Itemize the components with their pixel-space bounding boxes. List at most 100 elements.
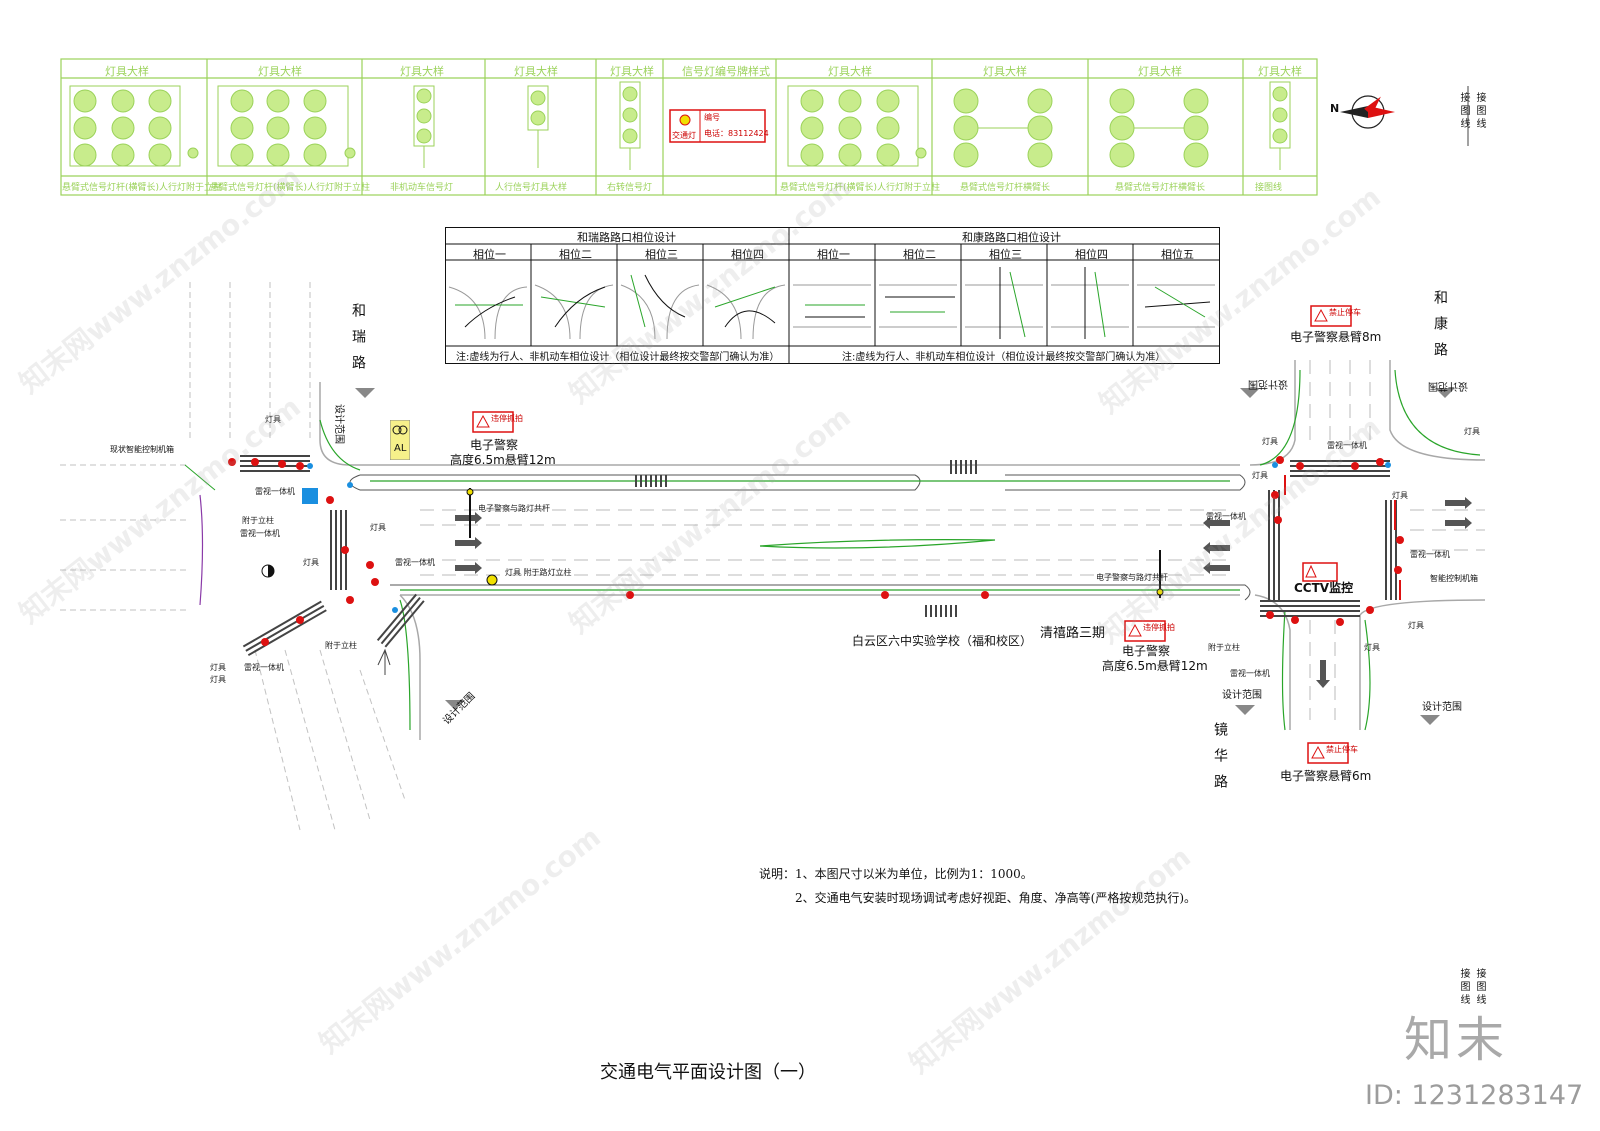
radar-label-5: 雷视一体机: [1206, 512, 1246, 521]
radar-label-7: 雷视一体机: [1230, 669, 1270, 678]
control-box-left: 现状智能控制机箱: [110, 445, 174, 454]
radar-label-1: 雷视一体机: [255, 487, 295, 496]
phase-left-title: 和瑞路路口相位设计: [577, 231, 676, 244]
lamp-label-1: 灯具: [265, 415, 281, 424]
phase-left-4: 相位四: [731, 248, 764, 261]
legend-footer-8: 悬臂式信号灯杆横臂长: [960, 183, 1051, 193]
road-hekang: 和康路: [1432, 290, 1448, 368]
phase-left-note: 注:虚线为行人、非机动车相位设计（相位设计最终按交警部门确认为准）: [456, 352, 780, 363]
road-plan: [60, 282, 1486, 831]
road-qingxi: 清禧路三期: [1040, 626, 1106, 641]
legend-header-5: 灯具大样: [610, 65, 654, 78]
legend-header-2: 灯具大样: [258, 65, 302, 78]
placard-phone: 电话：83112424: [704, 129, 769, 138]
epolice-sign-icon: [1310, 305, 1352, 327]
lamp-label-6: 灯具: [1252, 471, 1268, 480]
lamp-label-10: 灯具: [1392, 491, 1408, 500]
control-box-right: 智能控制机箱: [1430, 574, 1478, 583]
lamp-label-5: 灯具: [370, 523, 386, 532]
legend-header-6: 信号灯编号牌样式: [682, 65, 770, 78]
phase-right-note: 注:虚线为行人、非机动车相位设计（相位设计最终按交警部门确认为准）: [842, 352, 1166, 363]
lamp-label-7: 灯具: [1262, 437, 1278, 446]
legend-footer-9: 悬臂式信号灯杆横臂长: [1115, 183, 1206, 193]
phase-right-4: 相位四: [1075, 248, 1108, 261]
phase-left-1: 相位一: [473, 248, 506, 261]
legend-footer-7: 悬臂式信号灯杆(横臂长)人行灯附于立柱: [780, 183, 941, 193]
notes: 说明：1、本图尺寸以米为单位，比例为1：1000。 2、交通电气安装时现场调试考…: [759, 862, 1197, 910]
legend-footer-10: 接图线: [1255, 183, 1283, 193]
lamp-label-11: 灯具: [1364, 643, 1380, 652]
note-line-1: 说明：1、本图尺寸以米为单位，比例为1：1000。: [759, 867, 1033, 881]
legend-footer-5: 右转信号灯: [607, 183, 653, 193]
legend-footer-2: 悬臂式信号灯杆(横臂长)人行灯附于立柱: [210, 183, 371, 193]
epolice-lamp-label-1: 电子警察与路灯共杆: [478, 504, 550, 513]
sign-text-4: 禁止停车: [1326, 745, 1358, 754]
radar-label-2: 雷视一体机: [240, 529, 280, 538]
phase-right-5: 相位五: [1161, 248, 1194, 261]
legend-header-1: 灯具大样: [105, 65, 149, 78]
design-range-3: 设计范围: [1428, 380, 1468, 391]
design-range-4: 设计范围: [1222, 690, 1262, 701]
legend-header-8: 灯具大样: [983, 65, 1027, 78]
connector-label-top-1: 接图线: [1458, 92, 1469, 131]
road-jinghua: 镜华路: [1212, 722, 1228, 800]
lamp-pole-label: 灯具 附于路灯立柱: [505, 568, 572, 577]
phase-right-title: 和康路路口相位设计: [962, 231, 1061, 244]
doc-id: ID: 1231283147: [1365, 1080, 1584, 1111]
compass-label: N: [1330, 102, 1340, 115]
legend-header-9: 灯具大样: [1138, 65, 1182, 78]
connector-line-top: [1467, 86, 1469, 146]
lamp-stand-label-2: 附于立柱: [325, 641, 357, 650]
connector-label-top-2: 接图线: [1474, 92, 1485, 131]
lamp-label-9: 灯具: [1408, 621, 1424, 630]
phase-left-3: 相位三: [645, 248, 678, 261]
cctv-label: CCTV监控: [1294, 581, 1354, 595]
brand-logo: 知末: [1404, 1012, 1509, 1068]
epolice-sign-icon: [1124, 620, 1166, 642]
placard-label: 交通灯: [672, 131, 696, 140]
epolice-sign-icon: [1307, 742, 1349, 764]
lamp-stand-label-1: 附于立柱: [242, 516, 274, 525]
lamp-label-8: 灯具: [1464, 427, 1480, 436]
radar-label-6: 雷视一体机: [1410, 550, 1450, 559]
radar-label-3: 雷视一体机: [395, 558, 435, 567]
note-line-2: 2、交通电气安装时现场调试考虑好视距、角度、净高等(严格按规范执行)。: [795, 891, 1197, 905]
cctv-sign-icon: [1302, 562, 1338, 582]
legend-strip: [60, 58, 1318, 196]
legend-header-3: 灯具大样: [400, 65, 444, 78]
phase-left-2: 相位二: [559, 248, 592, 261]
legend-header-10: 灯具大样: [1258, 65, 1302, 78]
epolice-sign-icon: [472, 411, 514, 433]
legend-footer-3: 非机动车信号灯: [390, 183, 454, 193]
epolice-s: 电子警察悬臂6m: [1280, 769, 1372, 783]
epolice-lamp-label-2: 电子警察与路灯共杆: [1096, 573, 1168, 582]
design-range-5: 设计范围: [1422, 702, 1462, 713]
design-range-2: 设计范围: [1248, 378, 1288, 389]
legend-footer-1: 悬臂式信号灯杆(横臂长)人行灯附于立柱: [62, 183, 223, 193]
road-herui: 和瑞路: [350, 303, 366, 381]
sheet-title: 交通电气平面设计图（一）: [600, 1062, 816, 1083]
watermark: 知末网www.znzmo.com: [313, 820, 607, 1060]
phase-tables: [445, 227, 1220, 364]
connector-label-bottom-1: 接图线: [1458, 968, 1469, 1007]
epolice-mid-bottom-sub: 高度6.5m悬臂12m: [1102, 659, 1208, 673]
sign-text-1: 违停抓拍: [491, 414, 523, 423]
connector-label-bottom-2: 接图线: [1474, 968, 1485, 1007]
legend-footer-4: 人行信号灯具大样: [495, 183, 568, 193]
epolice-ne: 电子警察悬臂8m: [1290, 330, 1382, 344]
legend-header-7: 灯具大样: [828, 65, 872, 78]
design-range-1: 设计范围: [333, 404, 344, 444]
al-label: AL: [394, 443, 407, 454]
sign-text-2: 违停抓拍: [1143, 623, 1175, 632]
epolice-mid-bottom: 电子警察: [1122, 644, 1171, 658]
al-box-icon: [390, 420, 410, 460]
phase-right-2: 相位二: [903, 248, 936, 261]
school-label: 白云区六中实验学校（福和校区）: [852, 634, 1033, 648]
lamp-label-2: 灯具: [210, 663, 226, 672]
radar-label-8: 雷视一体机: [1327, 441, 1367, 450]
placard-top: 编号: [704, 113, 720, 122]
lamp-label-4: 灯具: [303, 558, 319, 567]
lamp-stand-label-3: 附于立柱: [1208, 643, 1240, 652]
sign-text-3: 禁止停车: [1329, 308, 1361, 317]
lamp-label-3: 灯具: [210, 675, 226, 684]
